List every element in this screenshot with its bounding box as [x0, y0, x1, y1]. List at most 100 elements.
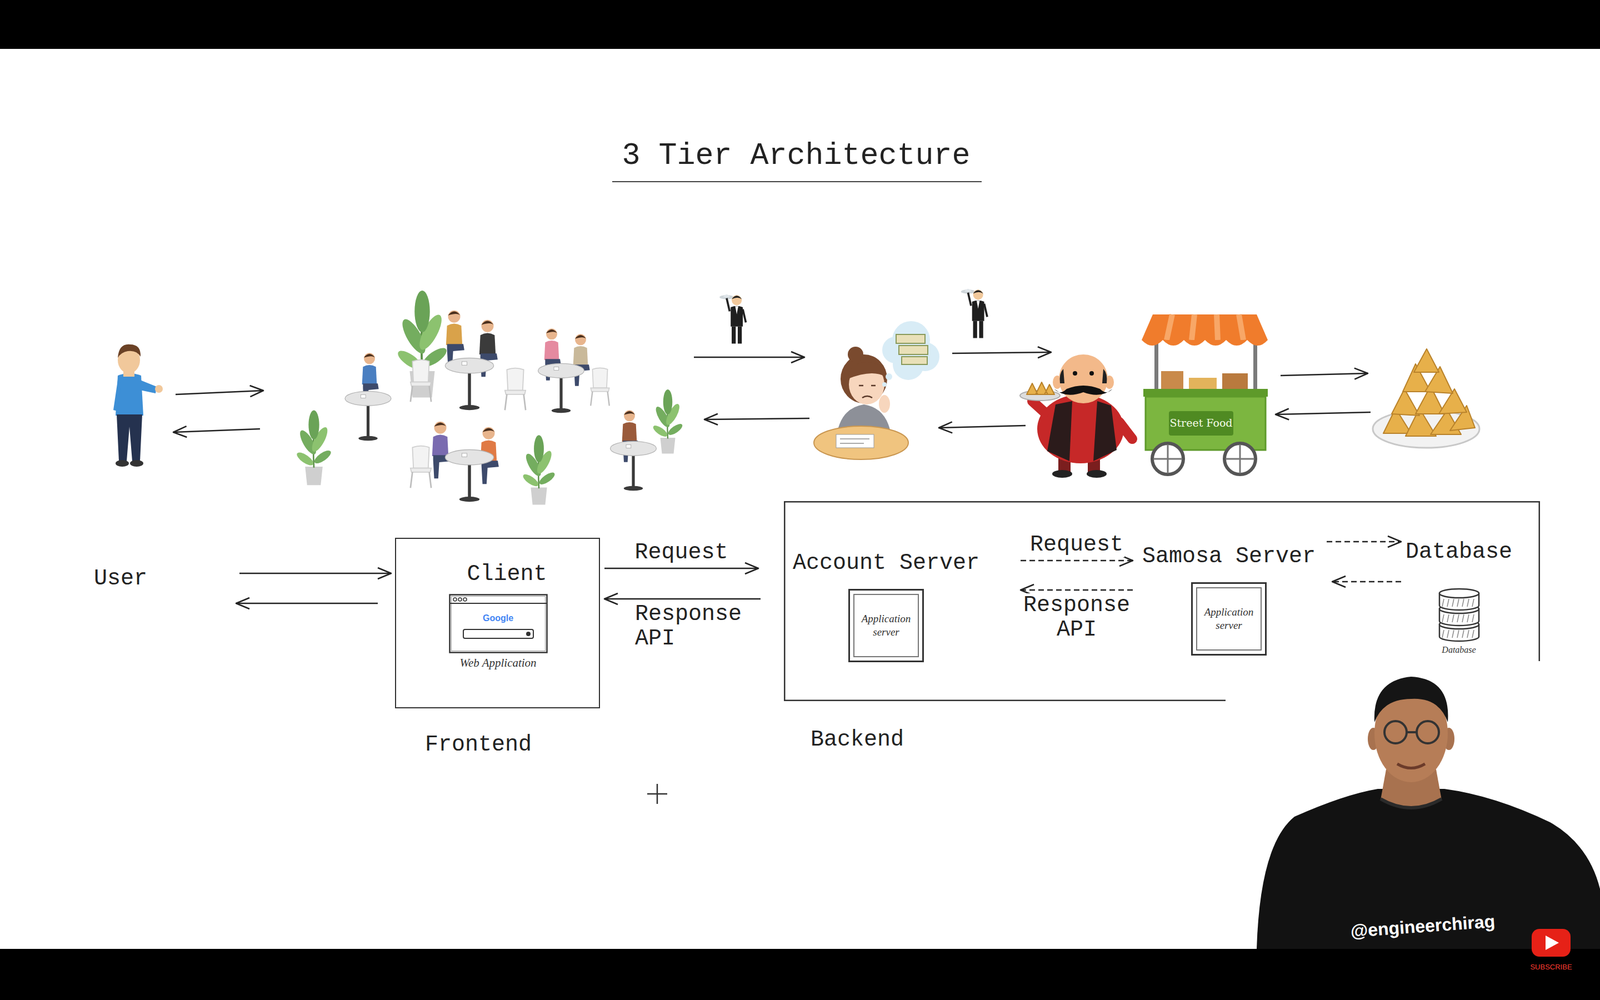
edge-label: Request	[633, 540, 729, 565]
subscribe-caption: SUBSCRIBE	[1530, 963, 1572, 972]
food-cart	[1168, 411, 1234, 436]
presenter-figure	[1256, 676, 1600, 949]
box-title: Client	[466, 561, 547, 588]
user-figure	[113, 344, 163, 467]
video-bar	[0, 0, 1600, 49]
flow-arrows	[1280, 373, 1368, 376]
application-server: Samosa ServerApplication server	[1142, 543, 1316, 656]
server-title: Samosa Server	[1142, 543, 1316, 570]
chef-figure	[1026, 382, 1055, 395]
browser-outline	[450, 602, 547, 604]
presenter-figure	[1256, 788, 1600, 949]
connector-arrow	[604, 567, 759, 570]
connector-arrow	[604, 598, 761, 600]
cafe-scene	[505, 368, 526, 411]
chef-figure	[1072, 371, 1078, 376]
food-cart	[1222, 373, 1248, 390]
cafe-scene	[432, 421, 451, 479]
food-cart	[1154, 340, 1159, 393]
cafe-scene	[410, 360, 432, 403]
connector-arrow	[1020, 560, 1133, 562]
food-cart	[1166, 314, 1244, 340]
food-cart	[1153, 444, 1255, 474]
chef-figure	[1032, 401, 1045, 413]
samosa-plate	[1383, 348, 1475, 437]
user-figure	[130, 460, 144, 467]
browser-outline	[451, 596, 545, 651]
subscribe-icon	[1531, 928, 1571, 957]
database-icon	[1437, 588, 1482, 643]
database-symbol	[1439, 588, 1479, 598]
flow-arrows	[173, 352, 1371, 433]
cashier-figure	[878, 395, 890, 413]
cashier-figure	[813, 426, 909, 460]
browser-outline	[463, 597, 467, 602]
waiter-figure	[961, 288, 988, 339]
cafe-scene	[445, 358, 494, 411]
icon-caption: Application server	[850, 612, 923, 639]
flow-arrows	[175, 390, 264, 395]
cashier-figure	[813, 321, 940, 460]
title-underline	[612, 181, 982, 183]
food-cart	[1143, 388, 1268, 397]
flow-arrows	[693, 356, 805, 359]
browser-outline	[448, 593, 548, 654]
subscribe-icon	[1531, 928, 1571, 957]
presenter-figure	[1380, 798, 1442, 808]
food-cart	[1145, 396, 1266, 450]
samosa-plate	[1413, 348, 1439, 373]
database-symbol	[1442, 630, 1474, 638]
cafe-scene	[590, 367, 610, 406]
cashier-figure	[847, 346, 864, 363]
food-cart	[1188, 377, 1217, 390]
user-figure	[113, 380, 122, 412]
edge-label: Response API	[633, 602, 747, 652]
presenter-figure	[1406, 731, 1417, 734]
connector-arrow	[1326, 541, 1402, 543]
browser-outline	[463, 629, 534, 639]
user-figure	[140, 380, 157, 394]
browser-window: GoogleWeb Application	[448, 593, 548, 654]
flow-arrows	[704, 418, 810, 420]
user-figure	[116, 414, 143, 462]
cashier-figure	[898, 345, 928, 355]
backend-region: BackendAccount ServerApplication serverS…	[783, 501, 1540, 702]
diagram-title: 3 Tier Architecture	[621, 137, 970, 175]
cafe-scene	[651, 389, 684, 454]
cafe-scene	[521, 435, 557, 505]
cafe-scene	[573, 333, 590, 386]
cafe-scene	[410, 446, 432, 489]
chef-figure	[1093, 401, 1117, 462]
presenter-figure	[1374, 676, 1449, 723]
waiter-figure	[719, 294, 746, 344]
cafe-scene	[538, 363, 585, 413]
tier-label: Backend	[810, 726, 904, 754]
food-cart	[1141, 314, 1268, 340]
backend-outline	[784, 501, 1540, 701]
shirt-print: @engineerchirag	[1350, 910, 1497, 942]
samosa-plate	[1391, 388, 1420, 416]
database-symbol	[1437, 588, 1482, 643]
user-figure	[155, 385, 163, 393]
icon-caption: Database	[1441, 644, 1476, 655]
flow-arrows	[938, 425, 1026, 428]
chef-figure	[1052, 470, 1073, 478]
user-figure	[117, 344, 141, 358]
chef-figure	[1020, 354, 1133, 478]
edge-label: Request	[1028, 532, 1125, 558]
cafe-scene	[295, 410, 333, 486]
connector-arrow	[1020, 589, 1133, 592]
connector-arrow	[239, 572, 392, 575]
edge-label: Response API	[1020, 593, 1133, 643]
database-node: DatabaseDatabase	[1405, 538, 1513, 655]
connector-arrow	[236, 602, 378, 605]
presenter-figure	[1416, 721, 1439, 744]
chef-figure	[1089, 371, 1094, 376]
browser-logo: Google	[448, 612, 548, 624]
cashier-figure	[882, 382, 887, 387]
cashier-figure	[885, 373, 893, 380]
cafe-scene	[445, 450, 494, 503]
browser-outline	[453, 597, 457, 602]
cart-sign: Street Food	[1169, 416, 1233, 430]
